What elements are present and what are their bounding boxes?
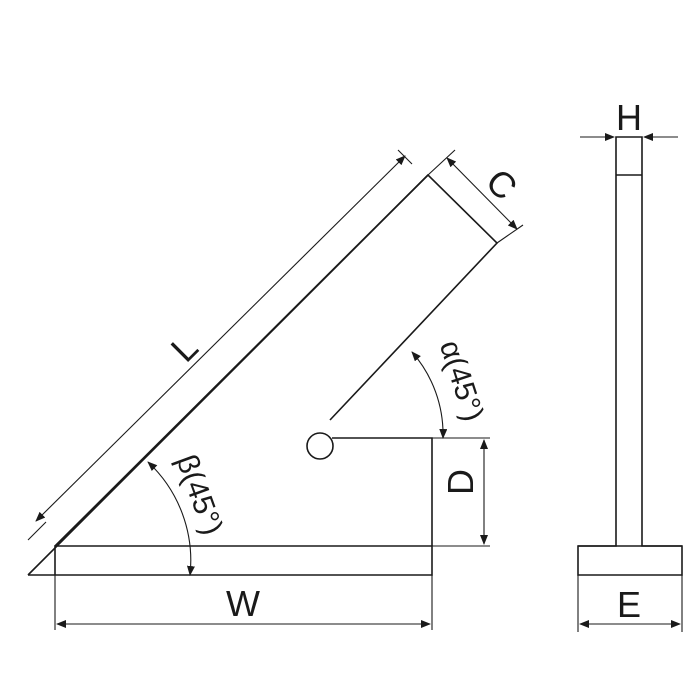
blade-inner-edge — [54, 174, 429, 547]
l-label: L — [163, 327, 206, 370]
angle-alpha: α(45°) — [411, 336, 490, 439]
alpha-arc — [411, 351, 448, 439]
w-label: W — [226, 583, 260, 624]
c-dimension-line — [446, 157, 518, 230]
h-label: H — [616, 97, 642, 138]
e-label: E — [617, 584, 641, 625]
angle-beta: β(45°) — [147, 450, 229, 576]
dimension-w: W — [54, 575, 433, 630]
c-label: C — [478, 161, 525, 208]
dimension-e: E — [577, 575, 683, 632]
beta-label: β(45°) — [170, 450, 229, 539]
side-profile-outline — [577, 136, 683, 576]
blade-outline — [27, 173, 499, 576]
dimension-c: C — [427, 149, 525, 244]
stock-step-outline — [332, 437, 433, 546]
dimension-h: H — [580, 97, 678, 141]
dimension-d: D — [432, 439, 490, 547]
base-bar-outline — [28, 545, 433, 576]
pivot-hole — [306, 432, 334, 460]
l-dimension-line — [35, 155, 406, 522]
square-side-view — [577, 136, 683, 576]
beta-arc — [147, 461, 195, 576]
square-front-view — [27, 173, 499, 576]
dimension-l: L — [27, 149, 413, 541]
d-label: D — [440, 469, 481, 495]
